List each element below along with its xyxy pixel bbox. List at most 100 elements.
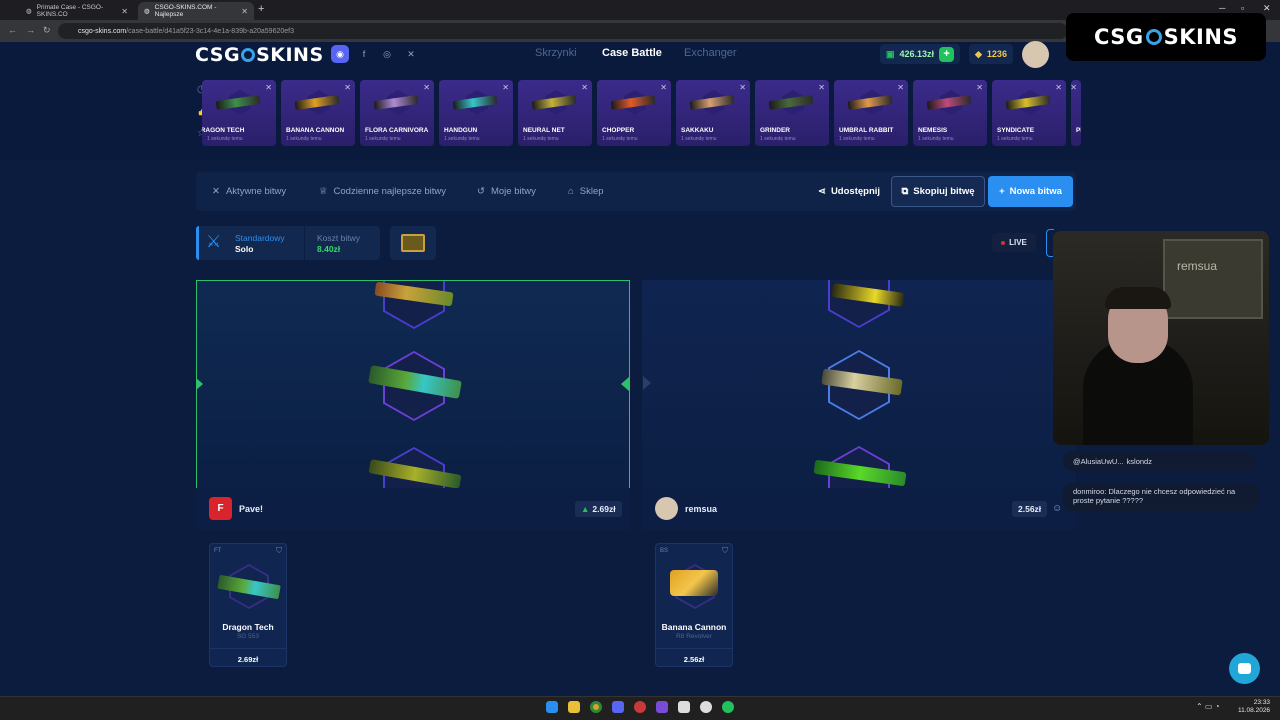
- chat-text: Dlaczego nie chcesz odpowiedzieć na pros…: [1073, 487, 1236, 505]
- chat-bubble-icon: [1238, 663, 1251, 674]
- hide-icon[interactable]: ✕: [739, 83, 746, 92]
- share-button[interactable]: ⋖Udostępnij: [814, 176, 884, 207]
- hide-icon[interactable]: ✕: [1055, 83, 1062, 92]
- chrome-icon[interactable]: [590, 701, 602, 713]
- minimize-icon[interactable]: ─: [1219, 3, 1226, 13]
- item-price: 2.69zł: [210, 648, 286, 664]
- hide-icon[interactable]: ✕: [660, 83, 667, 92]
- globe-icon: ◍: [144, 8, 150, 15]
- share-label: Udostępnij: [830, 186, 881, 197]
- tab-daily-best[interactable]: ♕Codzienne najlepsze bitwy: [319, 186, 446, 197]
- hide-icon[interactable]: ✕: [897, 83, 904, 92]
- star-icon[interactable]: ☆: [197, 128, 206, 139]
- webcam-watermark: remsua: [1177, 259, 1218, 273]
- item-weapon: SG 553: [236, 633, 260, 640]
- player-1-bar: [196, 488, 630, 530]
- epic-icon[interactable]: [678, 701, 690, 713]
- player-1-item-card[interactable]: FT ⛉ Dragon Tech SG 553 2.69zł: [209, 543, 287, 667]
- back-icon[interactable]: ←: [8, 25, 17, 35]
- player-1-avatar[interactable]: F: [209, 497, 232, 520]
- facebook-icon[interactable]: f: [362, 49, 366, 59]
- coins-widget[interactable]: ◆ 1236: [969, 44, 1013, 64]
- deposit-plus-icon[interactable]: +: [939, 46, 955, 62]
- browser-tab-title: Primate Case - CSGO-SKINS.CO: [36, 4, 104, 18]
- balance-value: 426.13zł: [899, 49, 935, 59]
- hide-icon[interactable]: ✕: [502, 83, 509, 92]
- copy-battle-button[interactable]: ⧉Skopiuj bitwę: [891, 176, 985, 207]
- item-condition: FT: [214, 548, 222, 554]
- close-tab-icon[interactable]: ✕: [241, 6, 248, 16]
- drop-time: 1 sekundę temu: [681, 136, 717, 142]
- url-input[interactable]: csgo-skins.com/case-battle/d41a5f23-3c14…: [58, 23, 1068, 39]
- clock-icon[interactable]: ◷: [197, 84, 206, 95]
- discord-app-icon[interactable]: [612, 701, 624, 713]
- spotify-icon[interactable]: [722, 701, 734, 713]
- drop-name: SYNDICATE: [997, 127, 1035, 134]
- discord-icon[interactable]: ◉: [331, 45, 349, 63]
- hide-icon[interactable]: ✕: [1071, 83, 1077, 92]
- sound-toggle-button[interactable]: [1046, 229, 1054, 257]
- player-1-name[interactable]: Pave!: [239, 504, 264, 514]
- drop-name: PI: [1076, 127, 1081, 134]
- steam-icon[interactable]: [700, 701, 712, 713]
- player-2-bar: [642, 488, 1076, 530]
- nav-cases[interactable]: Skrzynki: [535, 47, 577, 59]
- drop-name: HANDGUN: [444, 127, 478, 134]
- emoji-icon[interactable]: ☺: [1052, 503, 1063, 514]
- start-icon[interactable]: [546, 701, 558, 713]
- tab-shop[interactable]: ⌂Sklep: [568, 186, 604, 197]
- instagram-icon[interactable]: ◎: [383, 48, 391, 59]
- player-1-total: ▲2.69zł: [575, 501, 622, 517]
- player-2-name[interactable]: remsua: [685, 504, 718, 514]
- forward-icon[interactable]: →: [26, 25, 35, 35]
- tab-my-battles[interactable]: ↺Moje bitwy: [477, 186, 536, 197]
- nav-exchanger[interactable]: Exchanger: [684, 47, 737, 59]
- tab-active-battles[interactable]: ✕Aktywne bitwy: [212, 186, 286, 197]
- new-tab-icon[interactable]: +: [258, 3, 265, 15]
- live-drop-card[interactable]: ✕ PI: [1071, 80, 1081, 146]
- system-clock[interactable]: 23:33 11.08.2026: [1238, 699, 1270, 715]
- new-battle-button[interactable]: +Nowa bitwa: [988, 176, 1073, 207]
- explorer-icon[interactable]: [568, 701, 580, 713]
- drop-time: 1 sekundę temu: [997, 136, 1033, 142]
- tray-icons[interactable]: ⌃ ▭ ◔: [1196, 702, 1220, 711]
- balance-widget[interactable]: ▣ 426.13zł +: [880, 44, 961, 64]
- hide-icon[interactable]: ✕: [581, 83, 588, 92]
- x-twitter-icon[interactable]: ✕: [407, 48, 415, 59]
- app-icon[interactable]: [656, 701, 668, 713]
- close-window-icon[interactable]: ✕: [1263, 3, 1271, 13]
- logo-text-right: SKINS: [256, 44, 324, 66]
- hide-icon[interactable]: ✕: [818, 83, 825, 92]
- coin-icon: ◆: [975, 48, 982, 59]
- overlay-logo-right: SKINS: [1163, 25, 1239, 49]
- player-2-avatar[interactable]: [655, 497, 678, 520]
- hide-icon[interactable]: ✕: [976, 83, 983, 92]
- maximize-icon[interactable]: ▫: [1241, 3, 1245, 13]
- player-2-item-card[interactable]: BS ⛉ Banana Cannon R8 Revolver 2.56zł: [655, 543, 733, 667]
- user-avatar[interactable]: [1022, 41, 1049, 68]
- hide-icon[interactable]: ✕: [344, 83, 351, 92]
- live-drop-card[interactable]: ✕ SYNDICATE 1 sekundę temu: [992, 80, 1066, 146]
- case-thumbnail[interactable]: [390, 226, 436, 260]
- basket-icon: ⌂: [568, 186, 574, 197]
- nav-case-battle[interactable]: Case Battle: [602, 47, 662, 59]
- browser-tab-2[interactable]: ◍ CSGO-SKINS.COM - Najlepsze ✕: [138, 2, 254, 20]
- obs-icon[interactable]: [634, 701, 646, 713]
- support-chat-button[interactable]: [1229, 653, 1260, 684]
- hide-icon[interactable]: ✕: [423, 83, 430, 92]
- reload-icon[interactable]: ↻: [43, 25, 51, 35]
- close-tab-icon[interactable]: ✕: [121, 6, 128, 16]
- hide-icon[interactable]: ✕: [265, 83, 272, 92]
- browser-tab-1[interactable]: ◍ Primate Case - CSGO-SKINS.CO ✕: [20, 2, 134, 20]
